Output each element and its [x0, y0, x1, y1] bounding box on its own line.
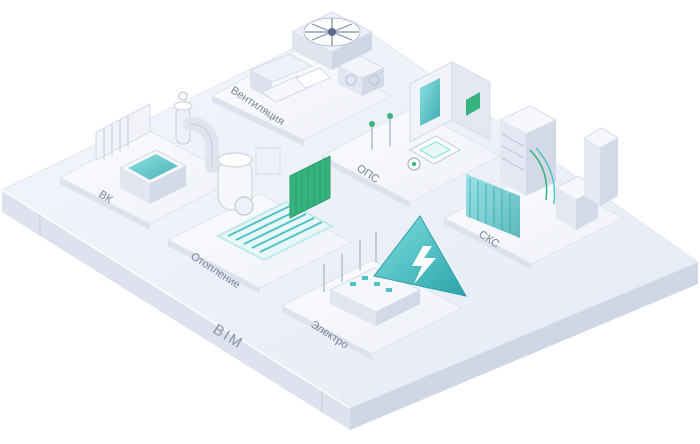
fan-unit [290, 11, 374, 70]
base-edge-highlight [1, 189, 351, 409]
cable-tray [466, 174, 520, 238]
radiator [289, 155, 331, 219]
server-rack [498, 105, 558, 196]
boiler [217, 147, 281, 216]
electro-tile-edge [282, 306, 372, 360]
pipe-elbow [173, 91, 219, 173]
ops-tile-edge [322, 156, 410, 208]
module-skc[interactable]: СКС [442, 105, 626, 270]
module-vk[interactable]: ВК [58, 91, 240, 230]
ventilation-tile-edge [212, 96, 304, 146]
module-ops[interactable]: ОПС [320, 61, 502, 208]
heating-tile-edge [168, 240, 260, 294]
high-voltage-icon [373, 215, 467, 297]
floor-heating-coil [215, 200, 335, 262]
switchgear [328, 267, 422, 326]
base-left-side [2, 190, 350, 430]
base-right-side [350, 262, 698, 430]
module-electro[interactable]: Электро [280, 215, 467, 360]
module-heating[interactable]: Отопление [166, 147, 354, 294]
skc-tile-edge [444, 218, 532, 270]
server-tower [583, 127, 619, 206]
water-tank [118, 149, 188, 204]
vk-tile-edge [60, 178, 150, 230]
